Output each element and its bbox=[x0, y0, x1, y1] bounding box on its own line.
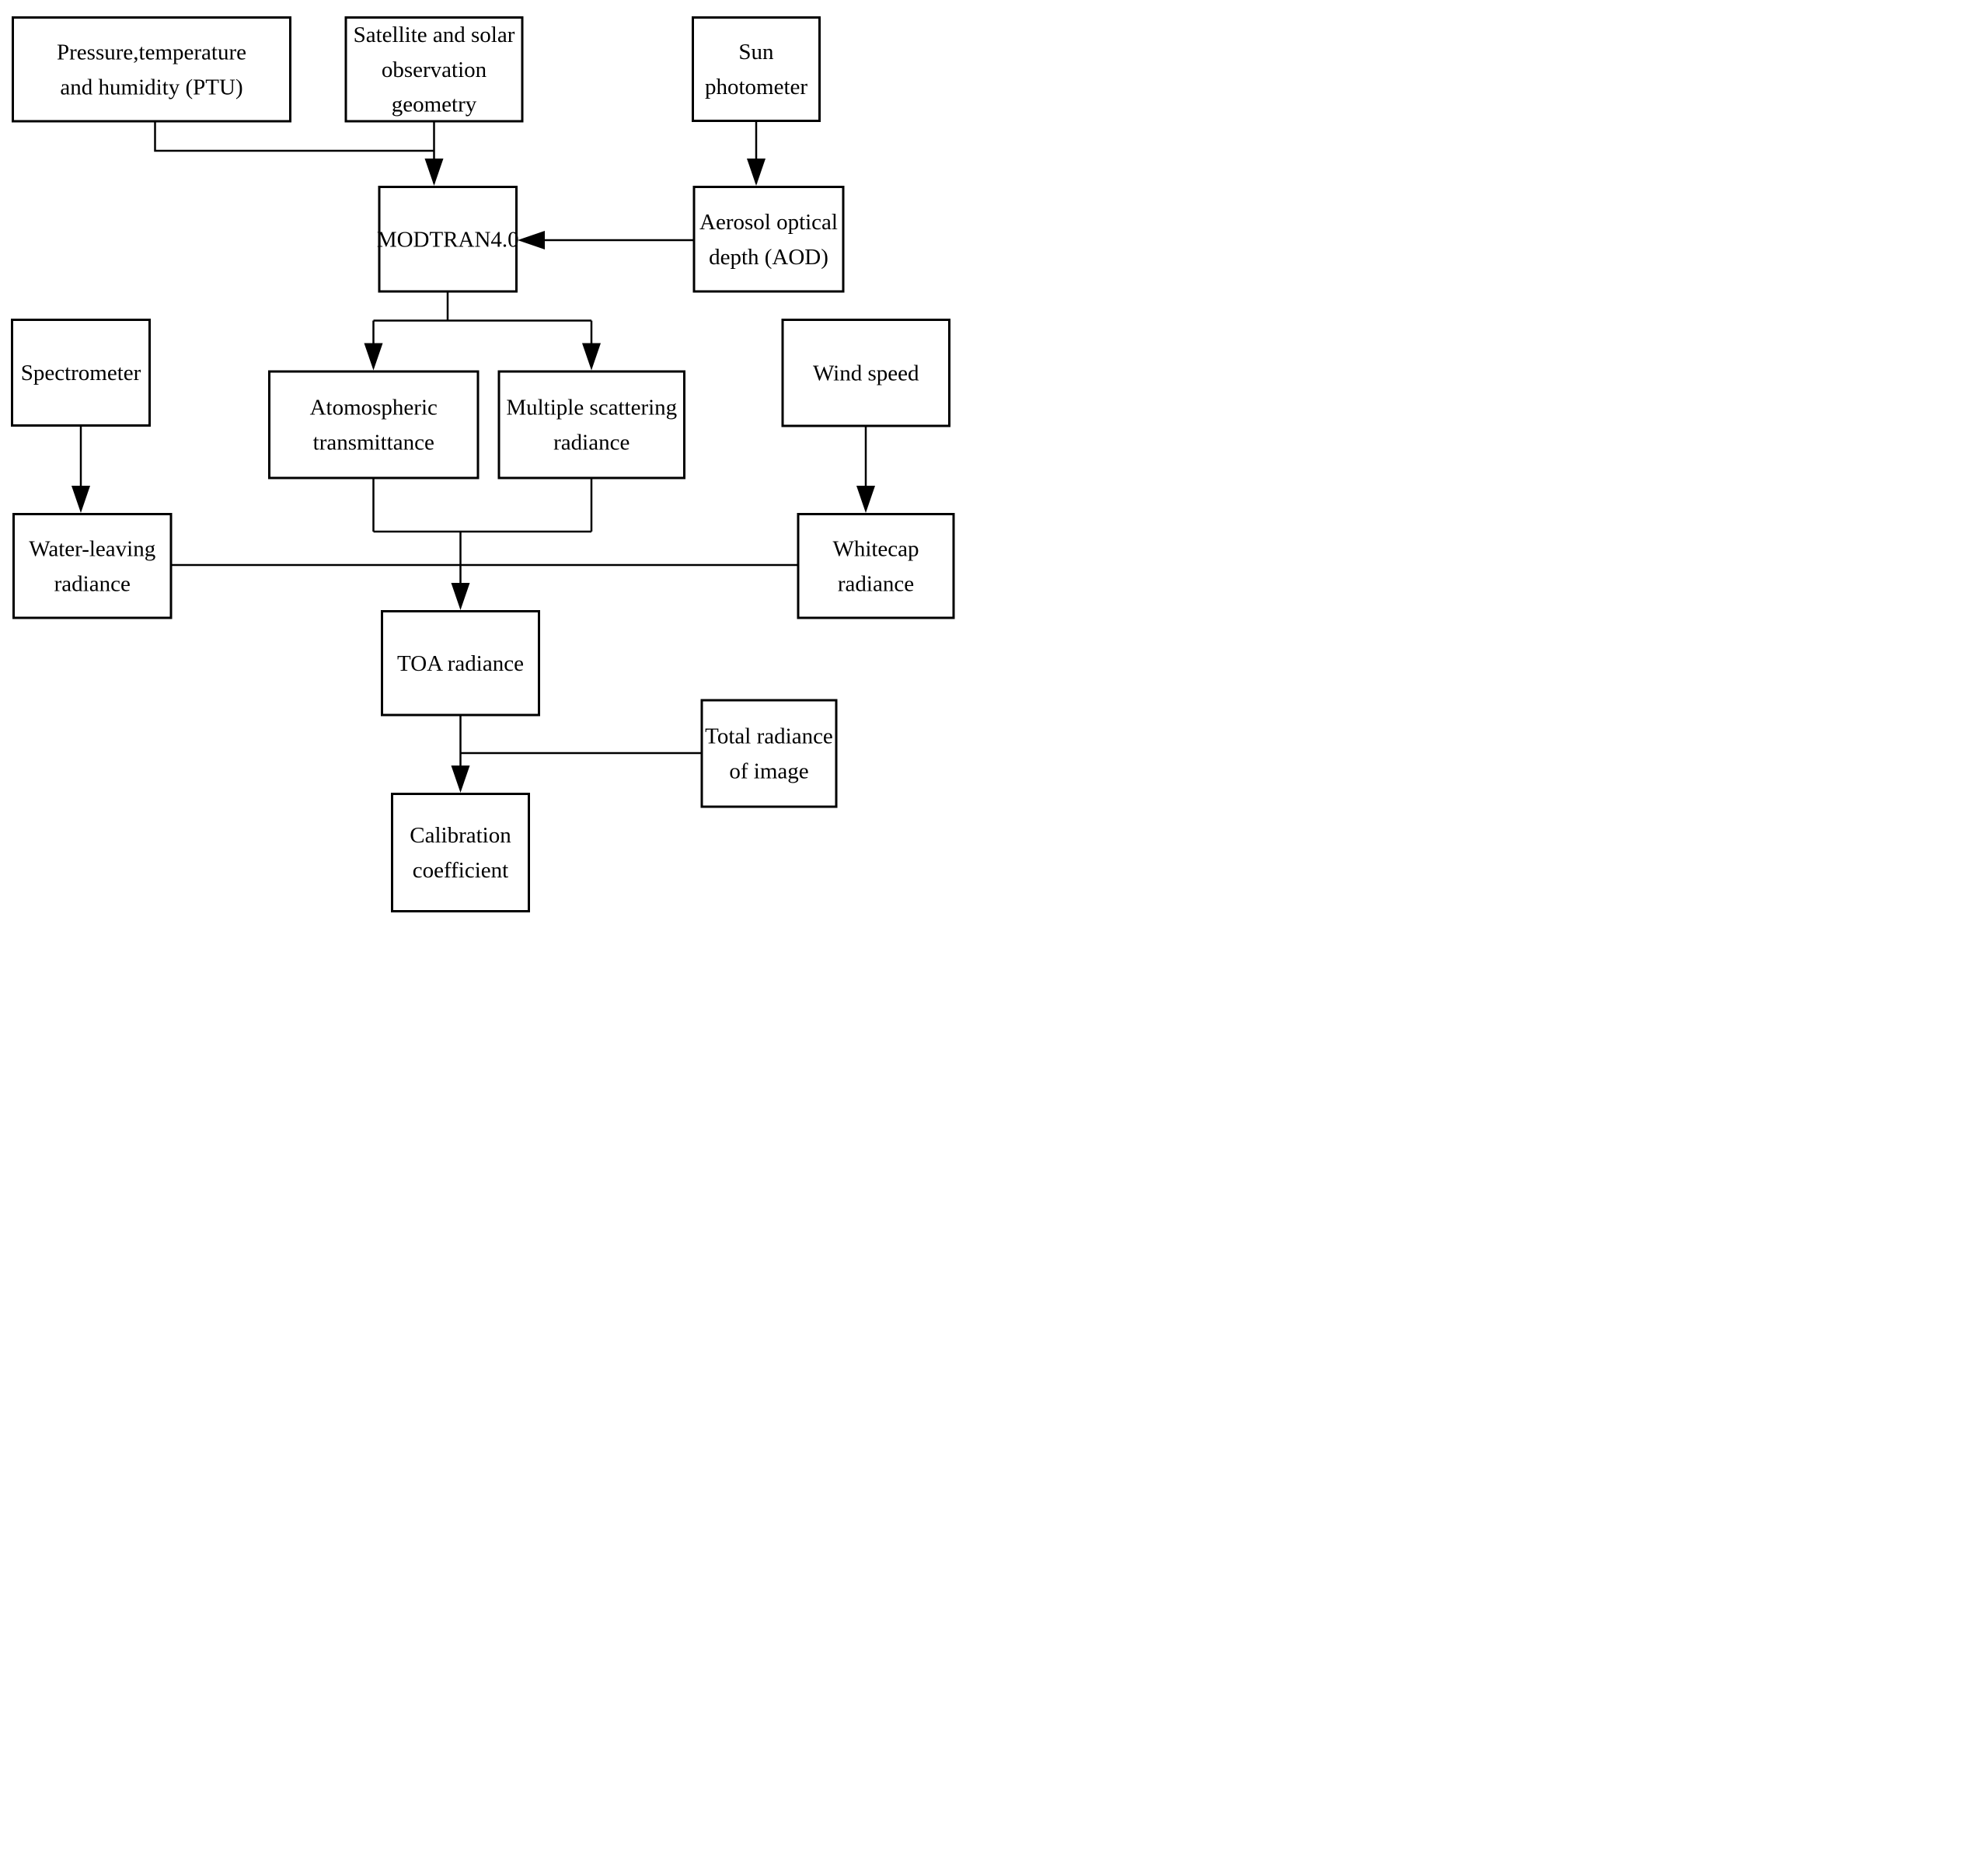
node-whitecap-radiance: Whitecap radiance bbox=[797, 513, 955, 619]
arrowhead-into-whitecap-top bbox=[856, 486, 875, 513]
edge-modtran-split bbox=[372, 292, 593, 344]
arrowhead-into-calibration-top bbox=[451, 766, 470, 793]
node-calibration-coefficient: Calibration coefficient bbox=[391, 793, 530, 912]
node-total-radiance-of-image: Total radiance of image bbox=[700, 699, 838, 808]
arrowhead-into-modtran-right bbox=[518, 231, 545, 249]
node-wind-speed: Wind speed bbox=[781, 319, 950, 427]
flowchart-world: Pressure,temperature and humidity (PTU) … bbox=[0, 0, 994, 926]
node-toa-radiance: TOA radiance bbox=[381, 610, 540, 717]
flowchart-canvas: Pressure,temperature and humidity (PTU) … bbox=[0, 0, 994, 926]
arrowhead-into-atmospheric-top bbox=[364, 343, 383, 371]
arrowhead-into-multiple-top bbox=[582, 343, 601, 371]
edge-merge-u-connector bbox=[372, 479, 593, 583]
node-aerosol-optical-depth: Aerosol optical depth (AOD) bbox=[692, 186, 845, 293]
connector-lines bbox=[71, 122, 875, 793]
arrowhead-into-toa-top bbox=[451, 583, 470, 610]
node-multiple-scattering-radiance: Multiple scattering radiance bbox=[497, 370, 685, 480]
node-water-leaving-radiance: Water-leaving radiance bbox=[12, 513, 173, 619]
arrowhead-into-aod-top bbox=[747, 159, 766, 186]
node-atmospheric-transmittance: Atomospheric transmittance bbox=[268, 370, 480, 480]
node-satellite-solar-geometry: Satellite and solar observation geometry bbox=[344, 16, 524, 123]
arrowhead-into-modtran-top bbox=[424, 159, 444, 186]
edge-ptu-to-modtran bbox=[154, 122, 434, 152]
node-modtran: MODTRAN4.0 bbox=[377, 186, 519, 293]
node-spectrometer: Spectrometer bbox=[11, 319, 151, 427]
arrowhead-into-water-top bbox=[71, 486, 90, 513]
node-pressure-temperature-humidity: Pressure,temperature and humidity (PTU) bbox=[12, 16, 291, 123]
node-sun-photometer: Sun photometer bbox=[692, 16, 821, 122]
edge-toa-to-calibration bbox=[459, 716, 701, 766]
